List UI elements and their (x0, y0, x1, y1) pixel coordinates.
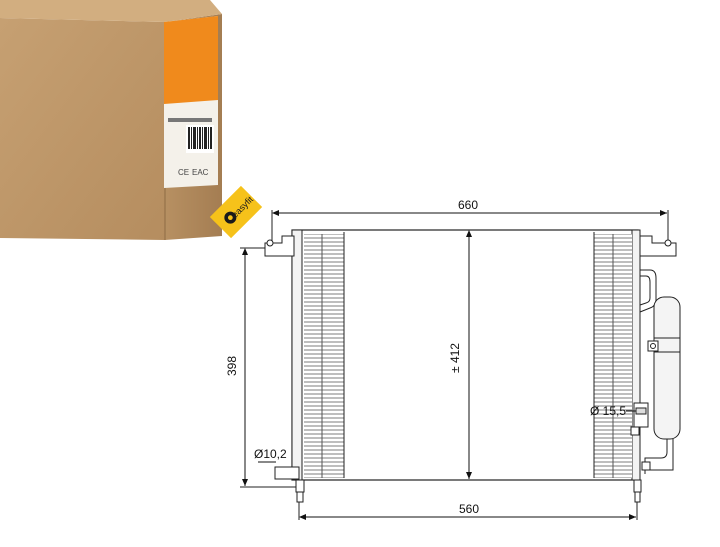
svg-text:CE: CE (178, 168, 189, 177)
dimension-tube-diameter: Ø10,2 (254, 447, 287, 461)
dimension-bottom-width: 560 (459, 502, 480, 516)
svg-text:EAC: EAC (192, 168, 209, 177)
box-label: CE EAC (164, 16, 218, 188)
dimension-top-width: 660 (458, 198, 479, 212)
dimension-dryer-diameter: Ø 15,5 (590, 404, 627, 418)
dimension-left-height: 398 (225, 355, 240, 377)
dimension-center-height: ± 412 (447, 343, 462, 373)
barcode-icon (186, 125, 214, 153)
cardboard-box-icon: CE EAC easyfit (0, 0, 263, 240)
dimension-lines (242, 210, 667, 520)
easyfit-badge-icon: easyfit (209, 185, 263, 239)
condenser-drawing (240, 210, 681, 520)
